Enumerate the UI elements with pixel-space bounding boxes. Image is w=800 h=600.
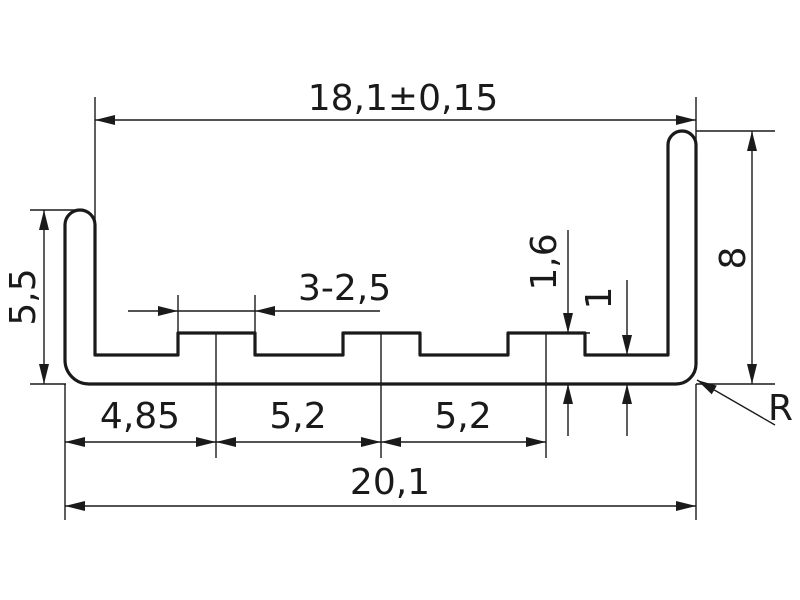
label-pitch-1: 5,2 [269, 396, 326, 437]
radius-leader [696, 379, 776, 426]
label-pitch-2: 5,2 [434, 396, 491, 437]
label-step: 1,6 [524, 233, 565, 290]
label-right-height: 8 [713, 247, 754, 270]
label-thickness: 1 [579, 287, 620, 310]
label-left-height: 5,5 [3, 268, 44, 325]
label-slot-spec: 3-2,5 [298, 268, 391, 309]
label-radius: R [768, 388, 793, 429]
label-inner-width: 18,1±0,15 [308, 78, 498, 119]
label-offset: 4,85 [100, 396, 180, 437]
label-total-width: 20,1 [350, 462, 430, 503]
